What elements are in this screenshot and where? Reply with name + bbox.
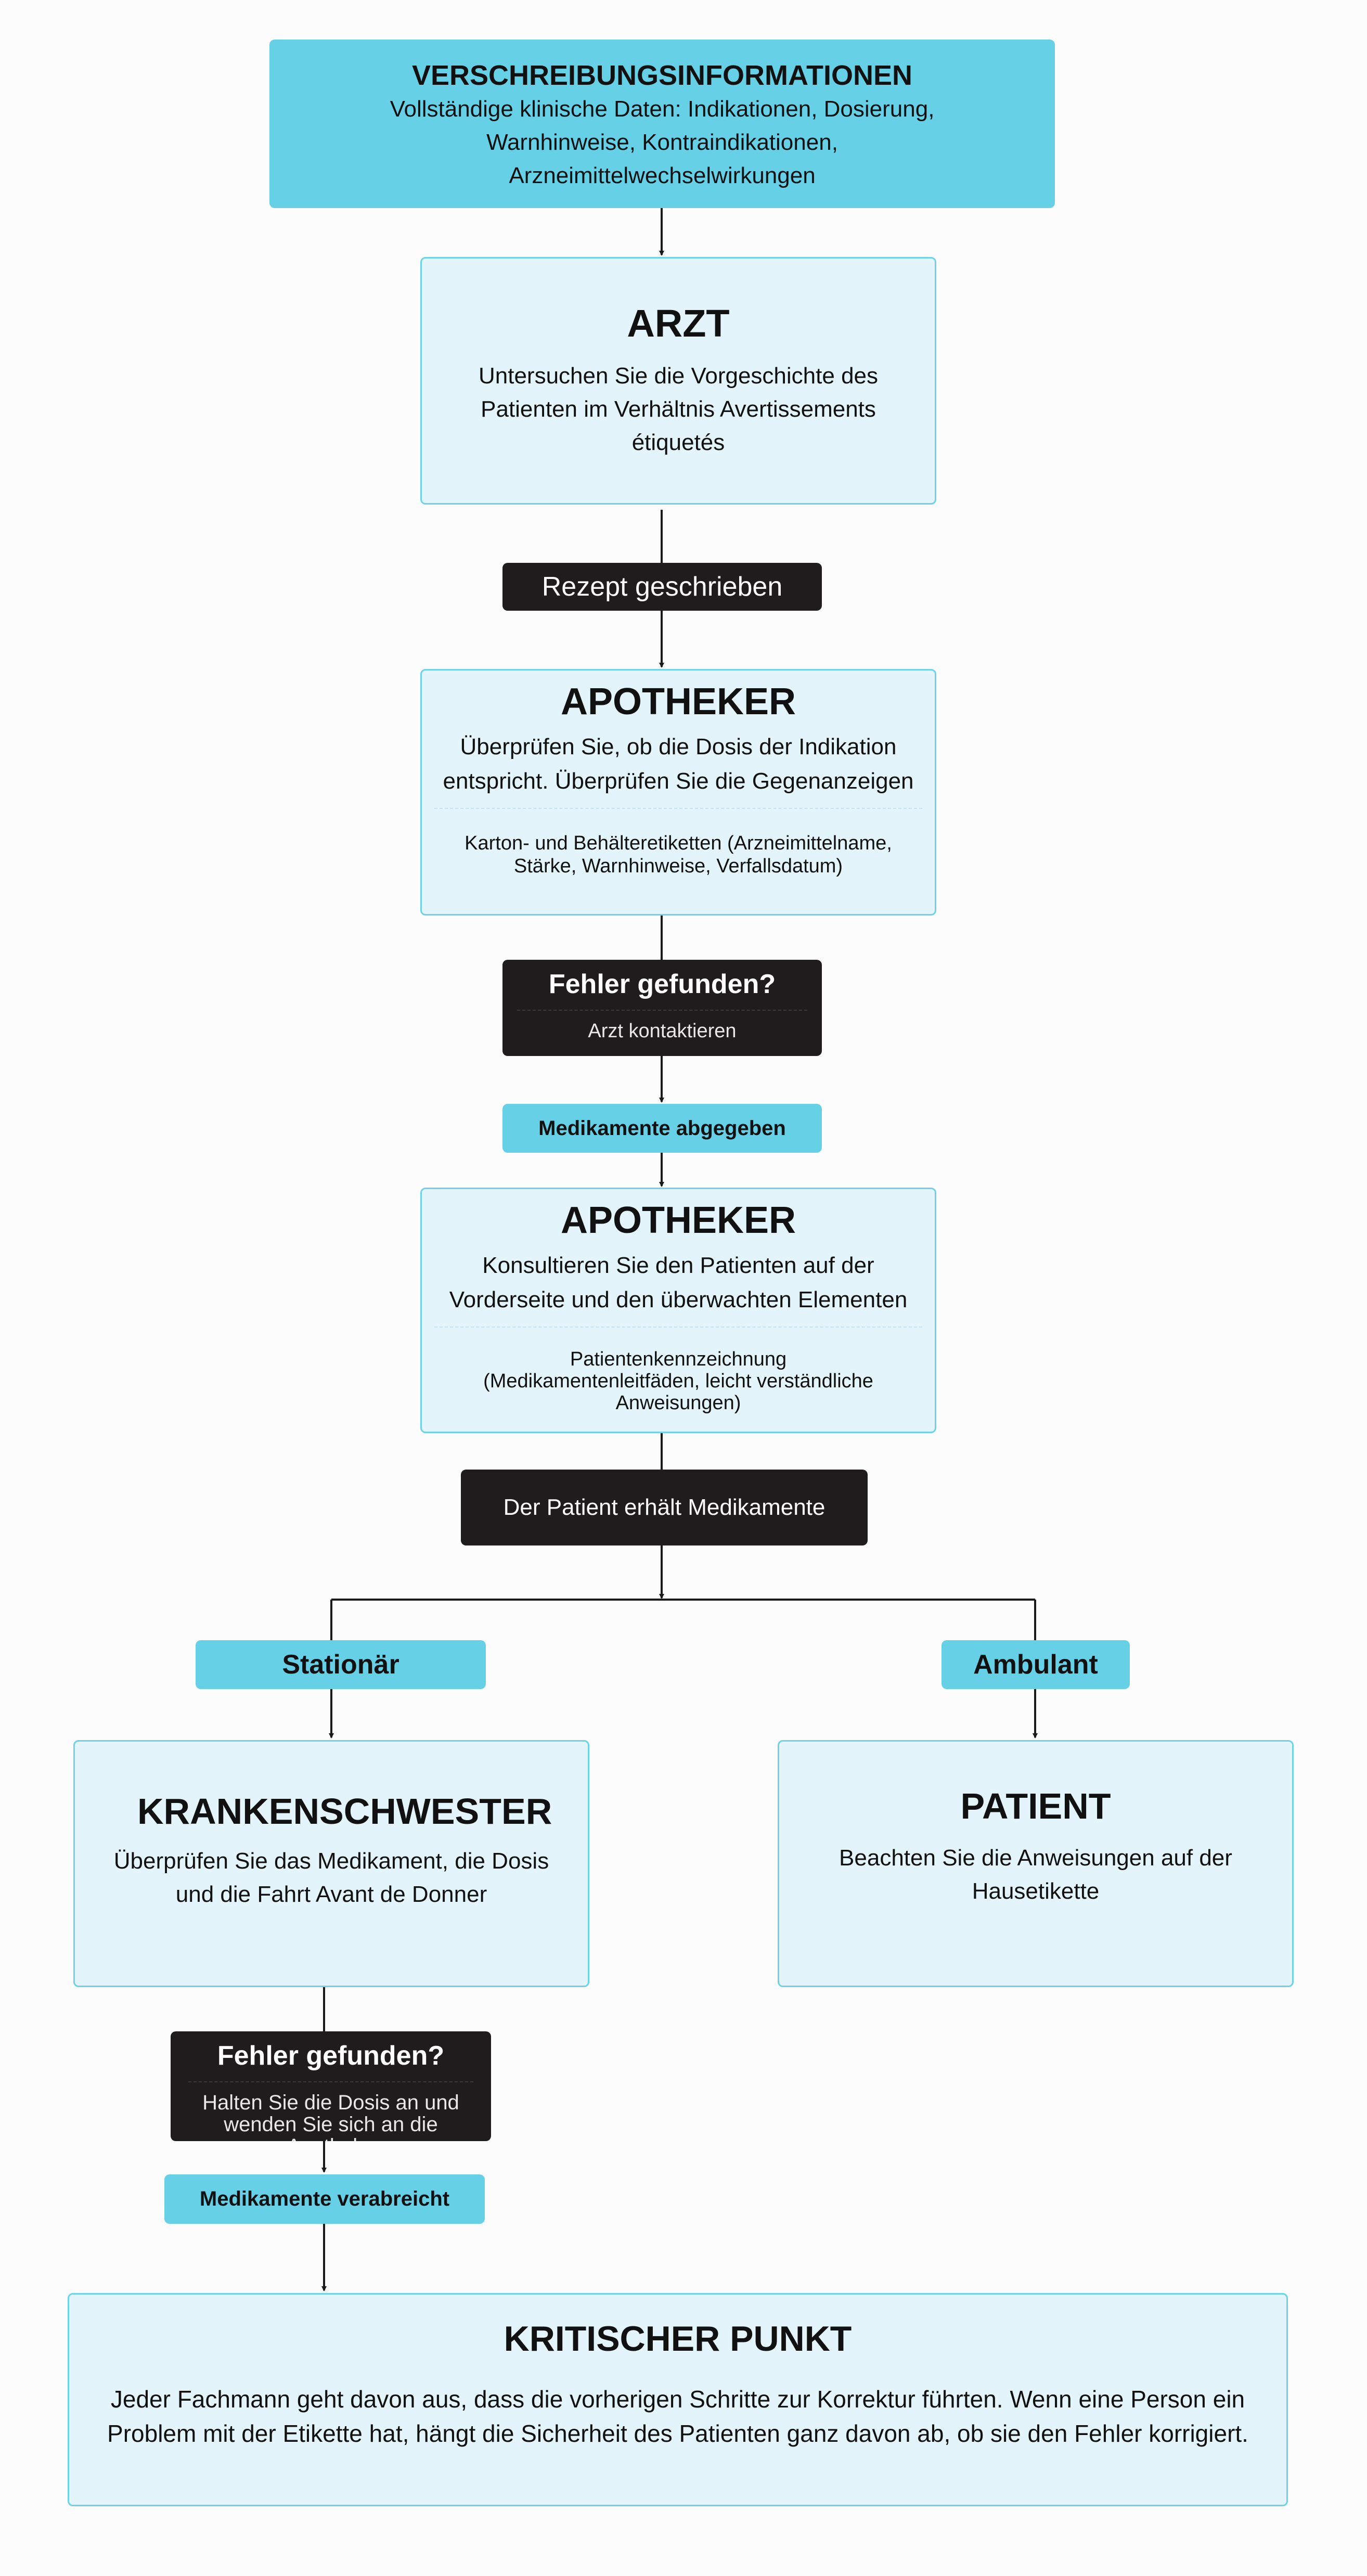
nurse-box: KRANKENSCHWESTER Überprüfen Sie das Medi… <box>73 1740 589 1987</box>
dispensed-text: Medikamente abgegeben <box>538 1116 786 1140</box>
error-check-nurse: Fehler gefunden? Halten Sie die Dosis an… <box>171 2031 491 2141</box>
critical-point-box: KRITISCHER PUNKT Jeder Fachmann geht dav… <box>68 2293 1288 2506</box>
error-check-pharmacist-body: Arzt kontaktieren <box>588 1020 737 1042</box>
patient-receives-label: Der Patient erhält Medikamente <box>461 1470 868 1545</box>
patient-receives-text: Der Patient erhält Medikamente <box>503 1495 826 1520</box>
prescription-written-text: Rezept geschrieben <box>541 572 783 602</box>
critical-point-title: KRITISCHER PUNKT <box>504 2319 852 2359</box>
patient-box: PATIENT Beachten Sie die Anweisungen auf… <box>778 1740 1294 1987</box>
error-check-pharmacist-divider <box>517 1010 807 1011</box>
administered-label: Medikamente verabreicht <box>164 2174 485 2224</box>
error-check-pharmacist: Fehler gefunden? Arzt kontaktieren <box>502 960 822 1056</box>
doctor-box: ARZT Untersuchen Sie die Vorgeschichte d… <box>420 257 936 505</box>
outpatient-label: Ambulant <box>942 1640 1130 1689</box>
error-check-nurse-body: Halten Sie die Dosis an und wenden Sie s… <box>202 2091 459 2141</box>
error-check-nurse-title: Fehler gefunden? <box>217 2041 445 2071</box>
administered-text: Medikamente verabreicht <box>199 2187 450 2210</box>
pharmacist-check-note: Karton- und Behälteretiketten (Arzneimit… <box>465 832 892 877</box>
outpatient-text: Ambulant <box>973 1650 1098 1680</box>
doctor-body: Untersuchen Sie die Vorgeschichte des Pa… <box>478 363 879 455</box>
critical-point-body: Jeder Fachmann geht davon aus, dass die … <box>107 2386 1248 2447</box>
inpatient-text: Stationär <box>282 1650 399 1680</box>
error-check-pharmacist-title: Fehler gefunden? <box>548 969 776 999</box>
nurse-body: Überprüfen Sie das Medikament, die Dosis… <box>113 1848 549 1907</box>
prescribing-info-title: VERSCHREIBUNGSINFORMATIONEN <box>411 60 913 91</box>
pharmacist-counsel-box: APOTHEKER Konsultieren Sie den Patienten… <box>420 1188 936 1433</box>
pharmacist-counsel-title: APOTHEKER <box>560 1200 796 1241</box>
prescription-written-label: Rezept geschrieben <box>502 563 822 611</box>
pharmacist-counsel-body: Konsultieren Sie den Patienten auf der V… <box>449 1253 908 1312</box>
inpatient-label: Stationär <box>196 1640 486 1689</box>
pharmacist-check-body: Überprüfen Sie, ob die Dosis der Indikat… <box>443 734 914 794</box>
dispensed-label: Medikamente abgegeben <box>502 1104 822 1153</box>
patient-title: PATIENT <box>960 1786 1111 1826</box>
patient-body: Beachten Sie die Anweisungen auf der Hau… <box>839 1845 1232 1904</box>
prescribing-info-box: VERSCHREIBUNGSINFORMATIONEN Vollständige… <box>269 40 1055 208</box>
doctor-title: ARZT <box>627 302 730 345</box>
pharmacist-check-title: APOTHEKER <box>560 681 796 723</box>
pharmacist-check-divider <box>434 808 922 809</box>
pharmacist-counsel-divider <box>434 1326 922 1328</box>
pharmacist-counsel-note: Patientenkennzeichnung (Medikamentenleit… <box>483 1348 873 1414</box>
pharmacist-check-box: APOTHEKER Überprüfen Sie, ob die Dosis d… <box>420 669 936 916</box>
nurse-title: KRANKENSCHWESTER <box>137 1791 552 1832</box>
error-check-nurse-divider <box>188 2081 473 2082</box>
prescribing-info-body: Vollständige klinische Daten: Indikation… <box>390 96 935 188</box>
